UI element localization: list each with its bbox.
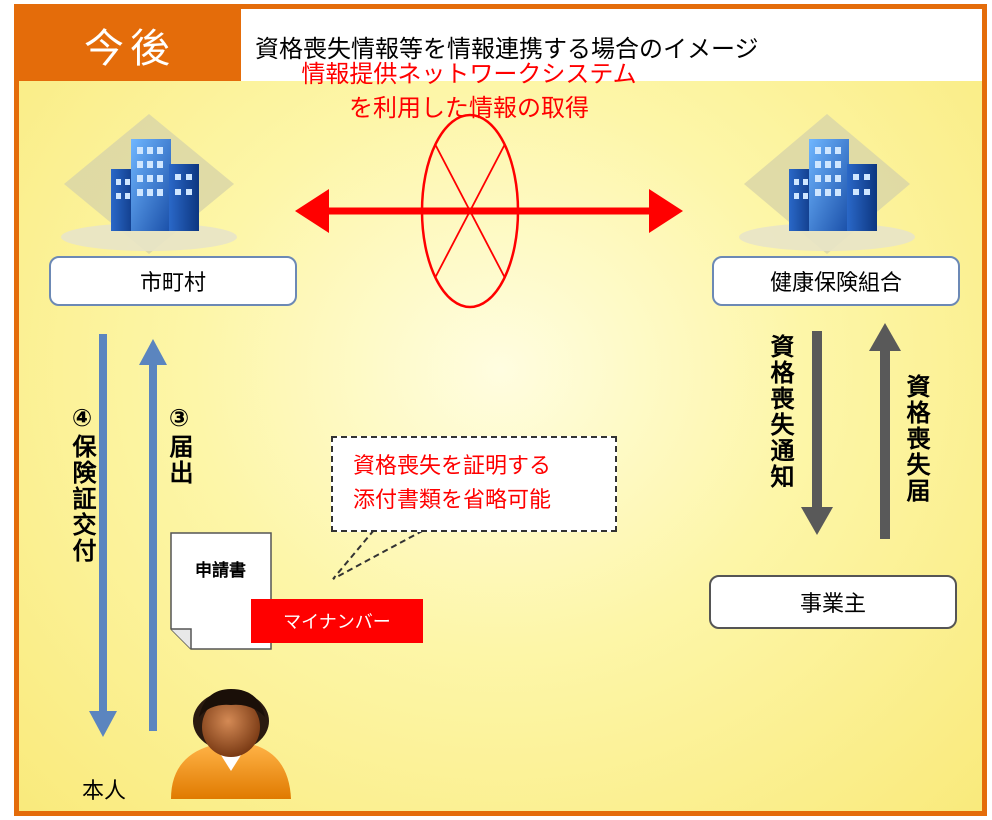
person-label: 本人 [82, 779, 127, 804]
tab-label: 今後 [19, 9, 241, 81]
network-label-line2: を利用した情報の取得 [349, 94, 589, 122]
mynumber-badge: マイナンバー [251, 599, 423, 643]
crossed-circle-icon [420, 113, 520, 309]
municipality-box: 市町村 [49, 256, 297, 306]
building-icon-municipality [61, 114, 237, 254]
arrow-down-blue [89, 334, 117, 737]
step4-label: ④保険証交付 [68, 404, 96, 564]
network-label: 情報提供ネットワークシステム を利用した情報の取得 [229, 57, 709, 125]
insurer-box: 健康保険組合 [712, 256, 960, 306]
loss-notice-label: 資格喪失通知 [766, 334, 794, 490]
callout-pointer [332, 529, 425, 580]
arrow-up-gray [869, 323, 901, 539]
diagram-frame: 今後 資格喪失情報等を情報連携する場合のイメージ 情報提供ネットワークシステム … [14, 4, 987, 816]
building-icon-insurer [739, 114, 915, 254]
diagram-graphics [61, 113, 915, 799]
person-icon [171, 689, 291, 799]
diagram-title: 資格喪失情報等を情報連携する場合のイメージ [255, 35, 759, 63]
document-label: 申請書 [195, 561, 246, 581]
network-label-line1: 情報提供ネットワークシステム [301, 60, 637, 88]
callout-line1: 資格喪失を証明する [353, 454, 552, 479]
callout-line2: 添付書類を省略可能 [353, 488, 552, 513]
network-exchange-arrow [295, 189, 683, 233]
arrow-down-gray [801, 331, 833, 535]
arrow-up-blue [139, 339, 167, 731]
callout-box: 資格喪失を証明する 添付書類を省略可能 [331, 436, 617, 532]
step3-label: ③届出 [165, 404, 193, 486]
title-strip [241, 9, 982, 81]
document-icon [170, 532, 272, 650]
loss-report-label: 資格喪失届 [902, 374, 930, 504]
employer-box: 事業主 [709, 575, 957, 629]
